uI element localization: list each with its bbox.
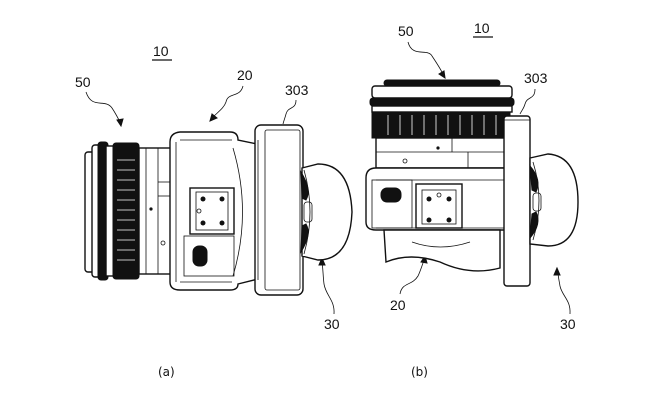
leader-body-a <box>211 85 244 119</box>
ref-body-b: 20 <box>390 297 406 313</box>
leader-panel-b <box>519 88 536 115</box>
focus-ring-ribs-b <box>387 115 497 135</box>
ref-assembly-a: 10 <box>153 43 169 59</box>
leader-lens-b <box>407 41 444 75</box>
display-panel-b <box>503 115 531 287</box>
grip-module-a <box>301 163 353 261</box>
lens-screw-b <box>402 158 408 164</box>
arrowhead-grip-a <box>318 256 326 266</box>
leader-grip-a <box>321 261 335 315</box>
body-curve-a <box>232 147 243 277</box>
leader-panel-a <box>282 99 297 125</box>
lens-index-dot-a <box>149 207 153 211</box>
hot-shoe-b <box>415 183 463 229</box>
body-base-b <box>383 229 501 272</box>
lens-ring-b <box>369 97 515 107</box>
arrowhead-lens-b <box>438 70 446 80</box>
ref-panel-a: 303 <box>285 82 309 98</box>
focus-ring-ribs-a <box>117 159 135 261</box>
control-panel-b <box>371 179 413 229</box>
ref-lens-b: 50 <box>398 23 414 39</box>
release-button-a <box>192 245 208 267</box>
arrowhead-grip-b <box>553 266 561 276</box>
grip-clip-bottom-b <box>529 211 539 240</box>
lens-barrel-a <box>138 147 174 275</box>
grip-module-b <box>529 153 579 247</box>
grip-clip-top-a <box>300 170 309 201</box>
display-panel-a <box>254 124 304 296</box>
grip-clip-bottom-a <box>300 223 309 254</box>
leader-grip-b <box>557 271 571 315</box>
leader-lens-a <box>85 91 122 125</box>
ref-assembly-b: 10 <box>474 20 490 36</box>
grip-connector-b <box>532 192 542 212</box>
ref-body-a: 20 <box>237 67 253 83</box>
caption-b: (b) <box>411 365 428 379</box>
grip-clip-top-b <box>529 164 539 193</box>
ref-panel-b: 303 <box>524 70 548 86</box>
ref-lens-a: 50 <box>75 74 91 90</box>
ref-grip-a: 30 <box>324 316 340 332</box>
release-button-b <box>380 187 402 203</box>
leader-body-b <box>399 259 425 295</box>
ref-grip-b: 30 <box>560 316 576 332</box>
view-a: 10 50 20 303 30 <box>75 43 353 379</box>
lens-screw-a <box>160 240 166 246</box>
grip-connector-a <box>303 201 313 223</box>
focus-ring-a <box>112 142 140 280</box>
lens-cap-ring-b <box>371 85 513 99</box>
lens-barrel-b <box>375 137 509 169</box>
lens-spacer-b <box>371 105 513 113</box>
view-b: 50 10 303 20 30 <box>365 20 579 379</box>
lens-index-dot-b <box>436 146 440 150</box>
arrowhead-lens-a <box>116 118 124 128</box>
lens-front-element-b <box>383 79 501 87</box>
arrowhead-body-a <box>209 113 218 122</box>
caption-a: (a) <box>158 365 175 379</box>
focus-ring-b <box>371 111 511 139</box>
